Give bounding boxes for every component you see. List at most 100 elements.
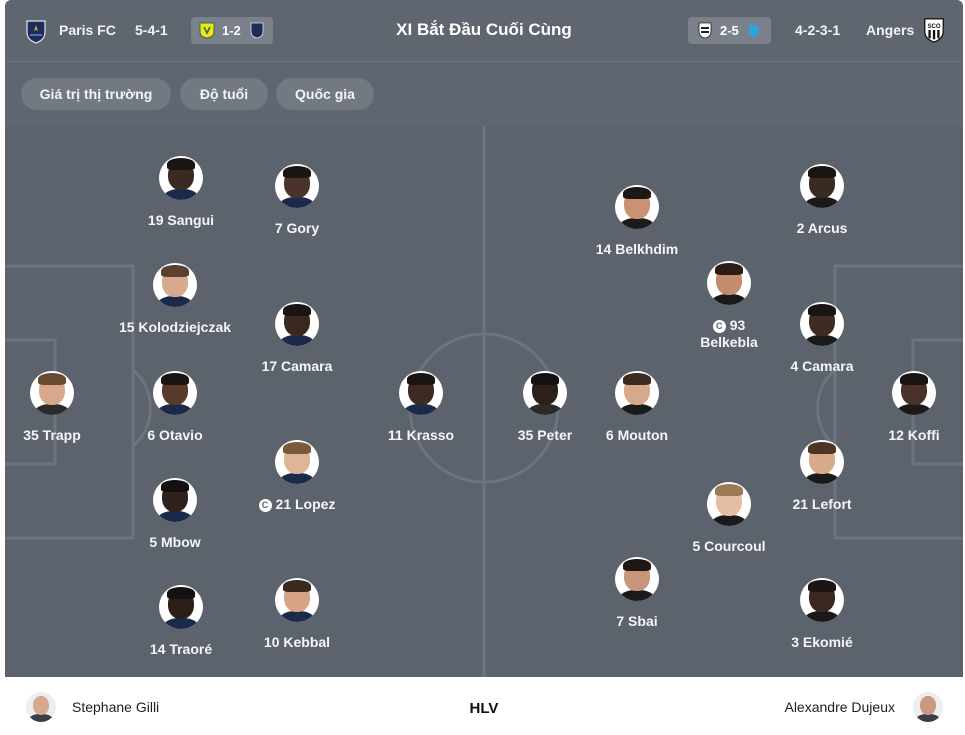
player-avatar: [615, 371, 659, 415]
home-coach-name[interactable]: Stephane Gilli: [72, 699, 160, 715]
player-surname: Belkebla: [700, 334, 758, 350]
player-name: 35 Peter: [517, 427, 573, 443]
captain-icon: C: [712, 320, 726, 333]
player-avatar: [153, 478, 197, 522]
player-name: 14 Traoré: [149, 641, 213, 657]
player-avatar: [892, 371, 936, 415]
lineup-widget: Paris FC 5-4-1 1-2 XI Bắt Đầu Cuối Cùng …: [5, 0, 963, 735]
player-name: 7 Gory: [274, 220, 320, 236]
player-avatar: [153, 263, 197, 307]
player-ekomie[interactable]: 3 Ekomié: [752, 578, 892, 650]
away-coach-name[interactable]: Alexandre Dujeux: [784, 699, 895, 715]
home-coach-avatar[interactable]: [26, 692, 56, 722]
player-name: 15 Kolodziejczak: [118, 319, 232, 335]
lineup-header: Paris FC 5-4-1 1-2 XI Bắt Đầu Cuối Cùng …: [5, 0, 963, 62]
away-team-name[interactable]: Angers: [866, 22, 915, 38]
player-avatar: [275, 302, 319, 346]
player-lefort[interactable]: 21 Lefort: [752, 440, 892, 512]
player-avatar: [707, 482, 751, 526]
player-kolodziejczak[interactable]: 15 Kolodziejczak: [105, 263, 245, 335]
player-name-text: 21 Lopez: [275, 496, 336, 512]
marseille-crest-icon: [749, 25, 759, 37]
lineup-title: XI Bắt Đầu Cuối Cùng: [396, 20, 572, 39]
filter-bar: Giá trị thị trường Độ tuổi Quốc gia: [5, 62, 963, 126]
player-name: 5 Courcoul: [692, 538, 766, 554]
paris-fc-crest-icon: [26, 20, 46, 44]
player-name: 7 Sbai: [616, 613, 658, 629]
player-avatar: [800, 164, 844, 208]
home-team-name[interactable]: Paris FC: [59, 22, 116, 38]
nantes-crest-icon: [199, 22, 215, 39]
away-coach-avatar[interactable]: [913, 692, 943, 722]
player-trapp[interactable]: 35 Trapp: [5, 371, 122, 443]
player-avatar: [159, 156, 203, 200]
player-mouton[interactable]: 6 Mouton: [567, 371, 707, 443]
player-avatar: [707, 261, 751, 305]
angers-crest-icon: SCO: [924, 18, 944, 43]
player-sbai[interactable]: 7 Sbai: [567, 557, 707, 629]
paris-fc-mini-crest-icon: [250, 22, 264, 39]
coach-label: HLV: [469, 700, 499, 717]
player-krasso[interactable]: 11 Krasso: [351, 371, 491, 443]
player-name: 4 Camara: [790, 358, 854, 374]
home-last-score: 1-2: [222, 23, 241, 38]
svg-text:SCO: SCO: [927, 24, 940, 30]
player-avatar: [615, 557, 659, 601]
pitch: 19 Sangui 7 Gory 15 Kolodziejczak 17 Cam…: [5, 126, 963, 677]
player-mbow[interactable]: 5 Mbow: [105, 478, 245, 550]
player-avatar: [159, 585, 203, 629]
player-traore[interactable]: 14 Traoré: [111, 585, 251, 657]
player-name: 2 Arcus: [796, 220, 848, 236]
away-last-score: 2-5: [720, 23, 739, 38]
player-number: 93: [729, 317, 746, 333]
player-name: 12 Koffi: [888, 427, 940, 443]
player-name: 11 Krasso: [387, 427, 455, 443]
player-avatar: [399, 371, 443, 415]
player-name: 6 Mouton: [605, 427, 669, 443]
player-courcoul[interactable]: 5 Courcoul: [659, 482, 799, 554]
home-last-result[interactable]: 1-2: [191, 17, 273, 44]
player-belkhdim[interactable]: 14 Belkhdim: [567, 185, 707, 257]
player-avatar: [523, 371, 567, 415]
player-gory[interactable]: 7 Gory: [227, 164, 367, 236]
player-name: 10 Kebbal: [263, 634, 331, 650]
player-name: 21 Lefort: [792, 496, 852, 512]
player-name: 19 Sangui: [147, 212, 215, 228]
captain-icon: C: [258, 499, 272, 512]
player-camara-away[interactable]: 4 Camara: [752, 302, 892, 374]
player-name: 35 Trapp: [23, 427, 81, 443]
filter-nationality[interactable]: Quốc gia: [276, 78, 374, 110]
player-avatar: [275, 440, 319, 484]
player-name: 17 Camara: [261, 358, 333, 374]
player-avatar: [275, 164, 319, 208]
player-kebbal[interactable]: 10 Kebbal: [227, 578, 367, 650]
player-sangui[interactable]: 19 Sangui: [111, 156, 251, 228]
player-camara-home[interactable]: 17 Camara: [227, 302, 367, 374]
player-avatar: [30, 371, 74, 415]
filter-market-value[interactable]: Giá trị thị trường: [21, 78, 171, 110]
player-peter[interactable]: 35 Peter: [475, 371, 615, 443]
player-avatar: [800, 440, 844, 484]
filter-age[interactable]: Độ tuổi: [180, 78, 268, 110]
angers-mini-crest-icon: [698, 22, 712, 39]
coach-bar: Stephane Gilli HLV Alexandre Dujeux: [5, 677, 963, 735]
away-formation: 4-2-3-1: [795, 22, 841, 38]
player-koffi[interactable]: 12 Koffi: [844, 371, 963, 443]
player-avatar: [800, 578, 844, 622]
player-avatar: [800, 302, 844, 346]
player-avatar: [153, 371, 197, 415]
player-name: 6 Otavio: [147, 427, 203, 443]
player-name: 5 Mbow: [149, 534, 201, 550]
away-last-result[interactable]: 2-5: [688, 17, 771, 44]
home-formation: 5-4-1: [135, 22, 168, 38]
player-name: 3 Ekomié: [791, 634, 853, 650]
player-arcus[interactable]: 2 Arcus: [752, 164, 892, 236]
header-divider: [5, 61, 963, 62]
player-avatar: [275, 578, 319, 622]
player-name: 14 Belkhdim: [595, 241, 679, 257]
player-otavio[interactable]: 6 Otavio: [105, 371, 245, 443]
